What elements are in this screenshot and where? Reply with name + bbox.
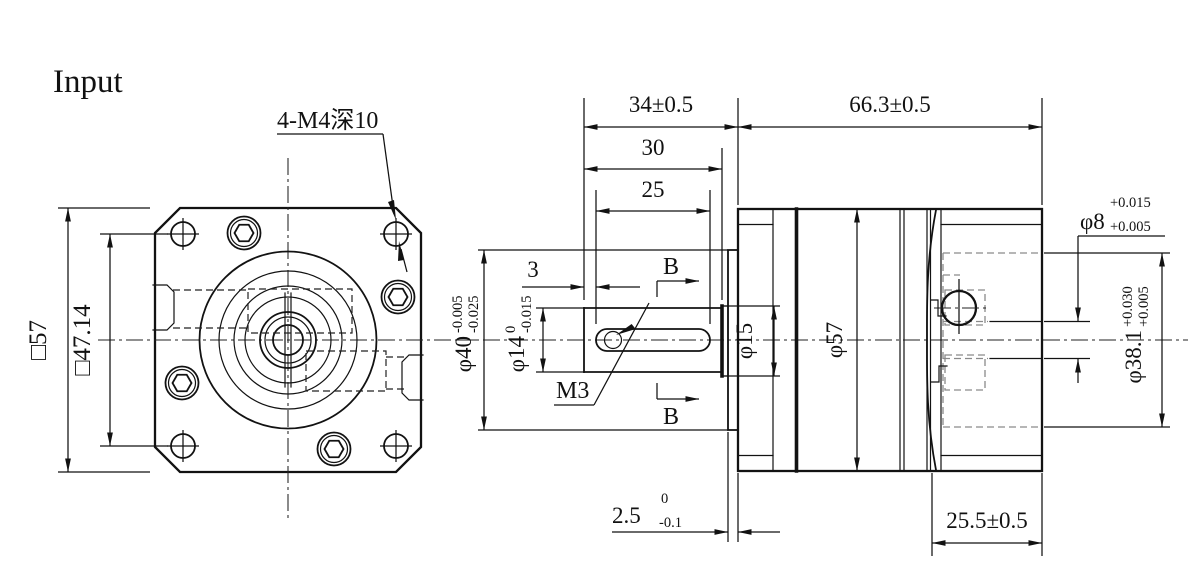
- dim-tol-upper: +0.015: [1110, 195, 1151, 211]
- dim-label: 3: [527, 257, 539, 282]
- dim-phi8: φ8 +0.015 +0.005: [1044, 195, 1165, 383]
- socket-screw: [226, 215, 262, 251]
- dim-34: 34±0.5: [584, 92, 738, 130]
- dim-tol-lower: -0.1: [659, 515, 682, 531]
- front-view-dimensions: □57 □47.14 4-M4深10: [25, 107, 408, 473]
- adapter-hidden-features: [942, 252, 1042, 428]
- leader-arrow: [388, 200, 396, 220]
- side-view-dimensions: 34±0.5 66.3±0.5 30 25 3 φ40: [450, 92, 1170, 556]
- socket-screw: [316, 431, 352, 467]
- dim-phi40: φ40 -0.005 -0.025: [450, 249, 728, 431]
- left-tab: [152, 284, 175, 331]
- section-marker-top: B: [656, 254, 699, 297]
- dim-label: φ38.1: [1121, 330, 1146, 384]
- m4-hole: [380, 218, 412, 250]
- dim-66-3: 66.3±0.5: [738, 92, 1042, 130]
- dim-phi57: φ57: [822, 209, 860, 471]
- side-view: [455, 207, 1188, 473]
- dim-tol-lower: -0.025: [466, 296, 482, 333]
- pilot-circles: [198, 250, 378, 430]
- bell-curve: [926, 208, 938, 472]
- note-4-m4: 4-M4深10: [277, 107, 408, 273]
- keyway: [595, 328, 711, 352]
- thread-note-label: 4-M4深10: [277, 107, 378, 134]
- note-m3: M3: [554, 302, 650, 406]
- dim-2-5: 2.5 0 -0.1: [612, 432, 780, 542]
- dim-square-57: □57: [25, 207, 150, 473]
- dim-label: □57: [25, 320, 52, 360]
- m3-tapped-hole: [603, 330, 623, 350]
- dim-tol-upper: 0: [503, 326, 519, 333]
- dim-3: 3: [522, 257, 640, 290]
- dim-label: 34±0.5: [629, 92, 693, 117]
- m3-label: M3: [556, 378, 589, 404]
- dim-tol-lower: +0.005: [1110, 219, 1151, 235]
- section-label: B: [663, 404, 679, 430]
- dim-square-47-14: □47.14: [69, 233, 168, 447]
- m4-hole: [167, 430, 199, 462]
- dim-tol-upper: +0.030: [1120, 286, 1136, 327]
- dim-25: 25: [596, 177, 710, 214]
- leader-arrow: [398, 241, 404, 261]
- front-view: Input: [53, 64, 478, 522]
- section-marker-bottom: B: [656, 383, 699, 430]
- dim-phi38-1: φ38.1 +0.030 +0.005: [1044, 252, 1170, 428]
- dim-tol-lower: +0.005: [1136, 286, 1152, 327]
- output-shaft: [583, 307, 723, 373]
- flange-outline: [153, 206, 423, 474]
- socket-screw: [380, 279, 416, 315]
- dim-label: φ40: [451, 336, 476, 372]
- dim-tol-upper: 0: [661, 491, 668, 507]
- housing-body: [736, 207, 1044, 473]
- dim-label: 66.3±0.5: [849, 92, 931, 117]
- leader-arrow: [616, 324, 636, 335]
- dim-label: φ57: [822, 322, 847, 358]
- right-tab: [401, 354, 424, 401]
- dim-tol-lower: -0.015: [519, 296, 535, 333]
- m4-hole: [167, 218, 199, 250]
- dim-25-5: 25.5±0.5: [931, 473, 1043, 556]
- dim-label: φ8: [1080, 209, 1105, 234]
- hidden-features: [173, 288, 404, 392]
- dim-label: 25.5±0.5: [946, 508, 1028, 533]
- dim-label: φ14: [504, 336, 529, 373]
- m4-hole: [380, 430, 412, 462]
- dim-tol-upper: -0.005: [450, 296, 466, 333]
- dim-phi15: φ15: [722, 305, 780, 377]
- dim-phi14: φ14 0 -0.015: [503, 296, 585, 373]
- section-label: B: [663, 254, 679, 280]
- view-title: Input: [53, 64, 123, 100]
- clamp-screw-access: [930, 279, 988, 383]
- dim-30: 30: [584, 135, 722, 172]
- dim-label: φ15: [732, 323, 757, 359]
- dim-label: 25: [642, 177, 665, 202]
- dim-label: 2.5: [612, 503, 641, 528]
- socket-screw: [164, 365, 200, 401]
- dim-label: □47.14: [69, 304, 96, 376]
- dim-label: 30: [642, 135, 665, 160]
